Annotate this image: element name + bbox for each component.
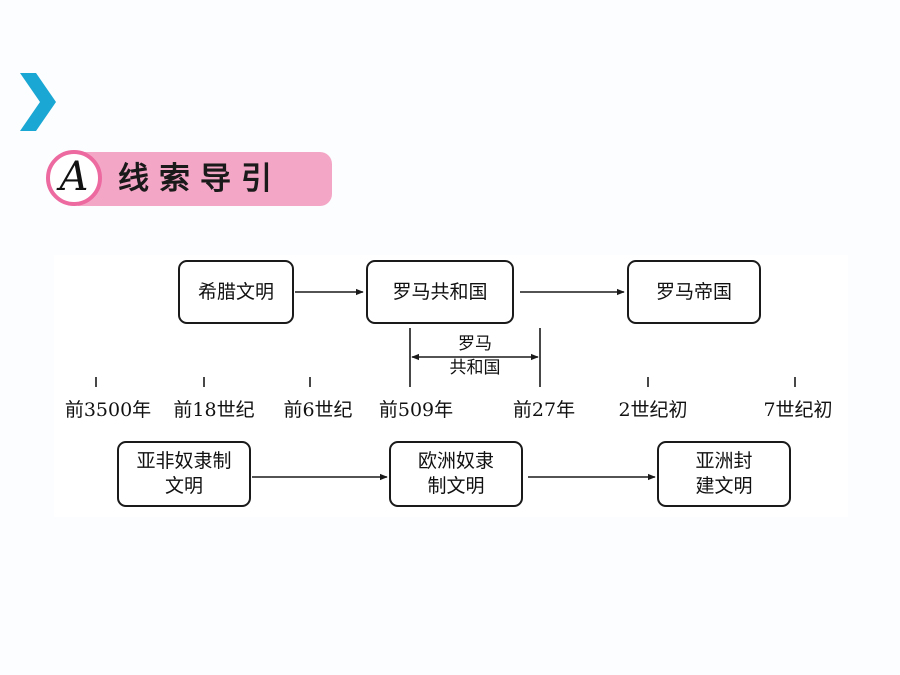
timeline-label: 前18世纪 bbox=[173, 399, 255, 421]
box-label: 罗马共和国 bbox=[392, 280, 488, 303]
box-label-line: 建文明 bbox=[695, 475, 753, 497]
box-europe-slave-civilization: 欧洲奴隶 制文明 bbox=[389, 441, 523, 507]
timeline-label: 前6世纪 bbox=[283, 399, 353, 421]
bracket-label-line: 罗马 bbox=[458, 334, 492, 354]
timeline-label: 前27年 bbox=[512, 399, 576, 421]
timeline-label: 7世纪初 bbox=[763, 399, 833, 421]
heading-title: 线索导引 bbox=[118, 161, 282, 197]
box-label: 罗马帝国 bbox=[655, 280, 732, 303]
box-label: 希腊文明 bbox=[197, 280, 274, 303]
box-label-line: 制文明 bbox=[427, 475, 485, 497]
box-label-line: 亚非奴隶制 bbox=[136, 450, 232, 472]
box-asia-africa-slave-civilization: 亚非奴隶制 文明 bbox=[117, 441, 251, 507]
diagram-connectors bbox=[95, 288, 796, 481]
heading-badge bbox=[46, 150, 102, 206]
box-label-line: 文明 bbox=[164, 475, 203, 497]
box-roman-empire: 罗马帝国 bbox=[627, 260, 761, 324]
box-label-line: 亚洲封 bbox=[695, 450, 753, 472]
bracket-label: 罗马 共和国 bbox=[450, 333, 501, 379]
timeline-label: 2世纪初 bbox=[618, 399, 688, 421]
box-greek-civilization: 希腊文明 bbox=[178, 260, 294, 324]
box-roman-republic: 罗马共和国 bbox=[366, 260, 514, 324]
section-heading: A 线索导引 bbox=[42, 148, 338, 212]
box-asia-feudal-civilization: 亚洲封 建文明 bbox=[657, 441, 791, 507]
timeline-label: 前509年 bbox=[378, 399, 454, 421]
bracket-label-line: 共和国 bbox=[449, 358, 501, 378]
box-label-line: 欧洲奴隶 bbox=[417, 450, 494, 472]
timeline-label: 前3500年 bbox=[64, 399, 152, 421]
heading-letter: A bbox=[59, 154, 89, 200]
timeline-diagram: 希腊文明 罗马共和国 罗马帝国 罗马 共和国 前3500年 前18世纪 前6世纪… bbox=[54, 255, 848, 517]
chevron-right-icon bbox=[20, 73, 56, 131]
heading-banner bbox=[78, 152, 332, 206]
